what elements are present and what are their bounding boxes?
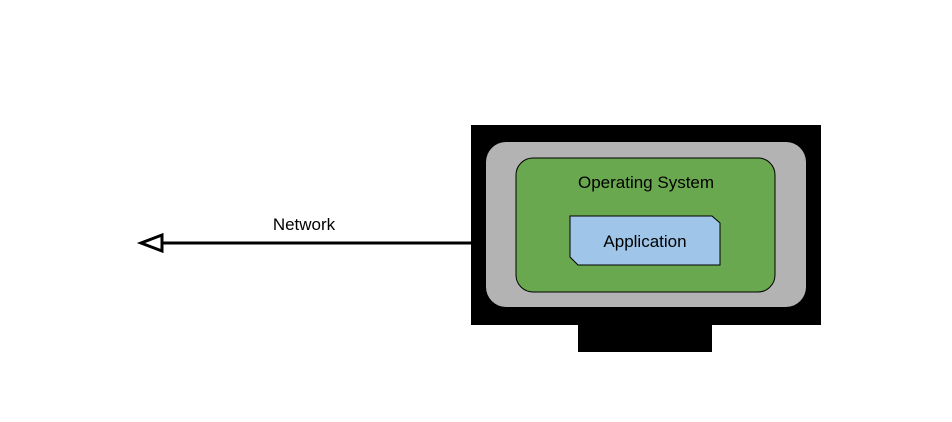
application-shape bbox=[569, 215, 721, 266]
computer-monitor: Operating System Application bbox=[471, 125, 821, 352]
operating-system-label: Operating System bbox=[578, 173, 714, 192]
network-connection: Network bbox=[136, 215, 471, 254]
network-label: Network bbox=[273, 215, 336, 234]
monitor-stand bbox=[578, 324, 712, 352]
application-box: Application bbox=[569, 215, 721, 266]
network-arrowhead bbox=[136, 232, 164, 254]
application-label: Application bbox=[603, 232, 686, 251]
